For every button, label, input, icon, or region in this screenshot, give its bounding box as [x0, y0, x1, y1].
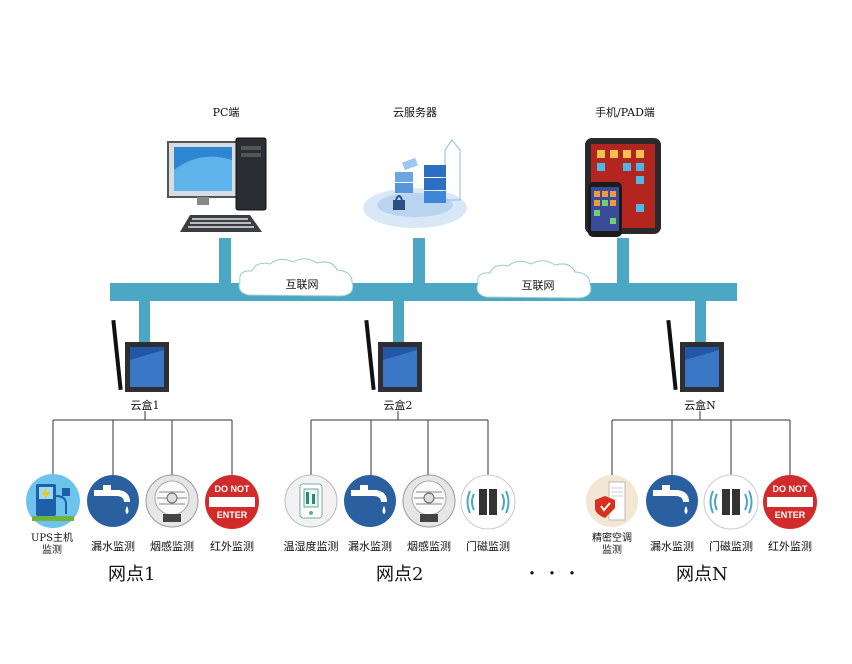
site1-name: 网点1 — [108, 564, 156, 585]
mobile-pad-icon — [585, 138, 661, 237]
cloud-server-label: 云服务器 — [393, 106, 437, 119]
infrared-do-not-enter-icon-1: DO NOT ENTER — [205, 475, 259, 529]
smoke-detector-icon-2 — [402, 474, 456, 528]
gateway2-connector — [393, 298, 404, 342]
gatewayn-connector — [695, 298, 706, 342]
pc-label: PC端 — [212, 106, 240, 119]
siten-device3-label: 门磁监测 — [709, 540, 753, 553]
ups-icon — [26, 474, 80, 528]
internet-label-1: 互联网 — [285, 278, 319, 291]
site2-device4-label: 门磁监测 — [466, 540, 510, 553]
siten-tree — [611, 411, 791, 478]
site1-device1-label: UPS主机 监测 — [30, 533, 73, 556]
site2-name: 网点2 — [376, 564, 424, 585]
site2-device2-label: 漏水监测 — [348, 540, 392, 553]
door-magnetic-icon-1 — [460, 474, 516, 530]
gateway-1-label: 云盒1 — [130, 399, 160, 412]
gateway-2-label: 云盒2 — [383, 399, 413, 412]
ellipsis: ・・・ — [524, 564, 585, 583]
door-magnetic-icon-n — [703, 474, 759, 530]
siten-device2-label: 漏水监测 — [650, 540, 694, 553]
site2-device3-label: 烟感监测 — [407, 540, 451, 553]
sign-text-line1-n: DO NOT — [773, 484, 809, 494]
sign-text-line1: DO NOT — [215, 484, 251, 494]
gateway-n-icon — [666, 319, 724, 392]
gateway-1-icon — [111, 319, 169, 392]
site1-tree — [52, 411, 233, 478]
water-leak-icon-n — [646, 475, 698, 527]
internet-cloud-2 — [476, 260, 592, 299]
internet-label-2: 互联网 — [521, 279, 555, 292]
site1-device3-label: 烟感监测 — [150, 540, 194, 553]
cloud-server-icon — [363, 139, 467, 228]
cloud-connector — [413, 238, 425, 286]
gateway1-connector — [139, 298, 150, 342]
site2-device1-label: 温湿度监测 — [283, 540, 339, 553]
mobile-pad-label: 手机/PAD端 — [595, 106, 655, 119]
site1-device4-label: 红外监测 — [210, 540, 254, 553]
gateway-2-icon — [364, 319, 422, 392]
site1-device2-label: 漏水监测 — [91, 540, 135, 553]
siten-device1-label: 精密空调 监测 — [592, 533, 632, 556]
infrared-do-not-enter-icon-n: DO NOT ENTER — [763, 475, 817, 529]
smoke-detector-icon-1 — [145, 474, 199, 528]
network-bus — [110, 283, 737, 301]
water-leak-icon-1 — [87, 475, 139, 527]
sign-text-line2: ENTER — [217, 510, 248, 520]
precision-ac-icon — [586, 475, 638, 527]
temperature-humidity-icon — [284, 474, 338, 528]
pc-icon — [167, 137, 267, 232]
sign-text-line2-n: ENTER — [775, 510, 806, 520]
pc-connector — [219, 238, 231, 286]
site2-tree — [310, 411, 489, 478]
internet-cloud-1 — [238, 258, 354, 297]
gateway-n-label: 云盒N — [684, 399, 716, 412]
water-leak-icon-2 — [344, 475, 396, 527]
siten-device4-label: 红外监测 — [768, 540, 812, 553]
mobile-connector — [617, 238, 629, 286]
siten-name: 网点N — [676, 564, 728, 585]
